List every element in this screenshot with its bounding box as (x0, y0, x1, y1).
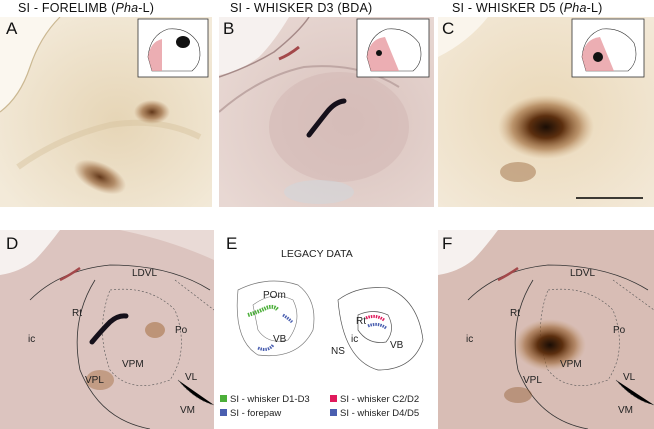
panel-c-letter: C (442, 19, 455, 38)
panel-c-micrograph: C (438, 17, 654, 207)
panel-f-label-vl: VL (623, 372, 636, 383)
panel-d-letter: D (6, 234, 19, 253)
legend-item-whisker-d4-d5: SI - whisker D4/D5 (330, 408, 419, 419)
panel-b-image (219, 17, 434, 207)
panel-f-image (438, 230, 654, 429)
panel-b-letter: B (223, 19, 235, 38)
legend-item-whisker-c2-d2: SI - whisker C2/D2 (330, 394, 419, 405)
panel-d-label-ic: ic (28, 334, 36, 345)
panel-e-label-rt: Rt (356, 316, 366, 327)
panel-f-micrograph: F LDVL Rt Po ic VPM VPL VL VM (438, 230, 654, 429)
panel-d-label-vpm: VPM (122, 359, 144, 370)
legend-item-whisker-d1-d3: SI - whisker D1-D3 (220, 394, 310, 405)
panel-f-label-ldvl: LDVL (570, 268, 596, 279)
title-panel-a: SI - FORELIMB (Pha-L) (18, 1, 155, 15)
legend-swatch-magenta (330, 395, 337, 402)
panel-c-image (438, 17, 654, 207)
panel-d-micrograph: D LDVL Rt Po ic VPM VPL VL VM (0, 230, 214, 429)
panel-f-label-po: Po (613, 325, 626, 336)
panel-e-letter: E (226, 234, 238, 253)
panel-d-label-vm: VM (180, 405, 195, 416)
panel-e-label-ic: ic (351, 334, 359, 345)
panel-f-label-rt: Rt (510, 308, 520, 319)
panel-f-label-vpm: VPM (560, 359, 582, 370)
panel-a-letter: A (6, 19, 18, 38)
panel-e-label-pom: POm (263, 290, 286, 301)
title-panel-c: SI - WHISKER D5 (Pha-L) (452, 1, 603, 15)
panel-f-label-vm: VM (618, 405, 633, 416)
panel-e-drawing: E LEGACY DATA POm VB Rt ic NS VB SI - wh… (218, 230, 436, 429)
panel-e-label-vb-right: VB (390, 340, 404, 351)
panel-d-label-vpl: VPL (85, 375, 104, 386)
panel-d-label-po: Po (175, 325, 188, 336)
legend-item-forepaw: SI - forepaw (220, 408, 281, 419)
panel-d-image (0, 230, 214, 429)
legend-swatch-blue-d4-d5 (330, 409, 337, 416)
panel-f-label-ic: ic (466, 334, 474, 345)
panel-d-label-vl: VL (185, 372, 198, 383)
panel-d-label-rt: Rt (72, 308, 82, 319)
panel-f-label-vpl: VPL (523, 375, 542, 386)
legend-swatch-blue-forepaw (220, 409, 227, 416)
panel-e-title: LEGACY DATA (281, 248, 353, 260)
legend-swatch-green (220, 395, 227, 402)
panel-e-label-ns: NS (331, 346, 345, 357)
panel-f-letter: F (442, 234, 453, 253)
panel-d-label-ldvl: LDVL (132, 268, 158, 279)
panel-a-image (0, 17, 212, 207)
panel-a-micrograph: A (0, 17, 212, 207)
panel-e-label-vb-left: VB (273, 334, 287, 345)
title-panel-b: SI - WHISKER D3 (BDA) (230, 1, 373, 15)
panel-e-schematic (236, 280, 424, 371)
panel-b-micrograph: B (219, 17, 434, 207)
